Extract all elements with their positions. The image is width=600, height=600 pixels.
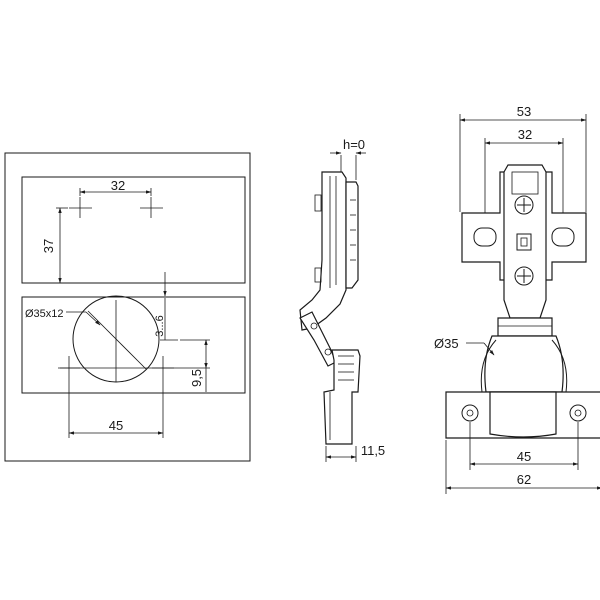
dim-label-37: 37 bbox=[41, 239, 56, 253]
dim-label-cup-dia: Ø35 bbox=[434, 336, 459, 351]
dim-label-62: 62 bbox=[517, 472, 531, 487]
door-panel bbox=[21, 296, 246, 394]
cabinet-outline bbox=[4, 152, 251, 462]
dim-37-left: 37 bbox=[41, 207, 165, 284]
dim-9-5: 9,5 bbox=[180, 339, 210, 392]
dim-label-45-left: 45 bbox=[109, 418, 123, 433]
dim-cup-diameter: Ø35 bbox=[434, 336, 495, 356]
hinge-arm bbox=[503, 164, 547, 319]
dim-label-45-right: 45 bbox=[517, 449, 531, 464]
cup-screw-hole-left-icon bbox=[461, 404, 479, 422]
mounting-plate-drill-marks bbox=[69, 197, 163, 218]
plate-slot-left bbox=[473, 227, 497, 247]
dim-45-left: 45 bbox=[68, 380, 164, 438]
dim-label-9-5: 9,5 bbox=[189, 369, 204, 387]
dim-label-32-left: 32 bbox=[111, 178, 125, 193]
dim-h0: h=0 bbox=[330, 137, 366, 180]
cup-hole bbox=[72, 295, 160, 383]
cup-center-marks bbox=[58, 356, 210, 380]
depth-adjust-slot bbox=[516, 233, 532, 251]
cabinet-side-panel bbox=[21, 176, 246, 284]
plate-slot-right bbox=[551, 227, 575, 247]
dim-3-6: 3...6 bbox=[154, 272, 178, 341]
cup-screw-hole-right-icon bbox=[569, 404, 587, 422]
hinge-knuckle bbox=[497, 317, 553, 337]
dim-32-left: 32 bbox=[79, 178, 152, 196]
mounting-plate-profile bbox=[345, 181, 359, 289]
dim-label-32-right: 32 bbox=[518, 127, 532, 142]
dim-label-h0: h=0 bbox=[343, 137, 365, 152]
dim-label-3-6: 3...6 bbox=[154, 315, 166, 336]
dim-label-cup-hole: Ø35x12 bbox=[25, 308, 64, 320]
dim-label-11-5: 11,5 bbox=[361, 443, 385, 458]
hinge-side-profile: h=0 11,5 bbox=[299, 137, 385, 462]
dim-11-5: 11,5 bbox=[325, 443, 385, 462]
hinge-arm-profile bbox=[299, 171, 347, 331]
dim-53: 53 bbox=[459, 104, 587, 212]
dim-62: 62 bbox=[445, 440, 600, 494]
dim-45-right: 45 bbox=[469, 422, 579, 470]
dim-label-53: 53 bbox=[517, 104, 531, 119]
adjustment-screw-icon bbox=[514, 195, 534, 215]
hinge-top-view: 53 32 bbox=[434, 104, 600, 494]
drilling-template-view: 32 37 Ø35x12 bbox=[4, 152, 251, 462]
hinge-cup-profile bbox=[323, 349, 361, 445]
hinge-cup bbox=[484, 335, 564, 393]
fixing-screw-icon bbox=[514, 266, 534, 286]
cup-hole-leader: Ø35x12 bbox=[25, 308, 101, 326]
